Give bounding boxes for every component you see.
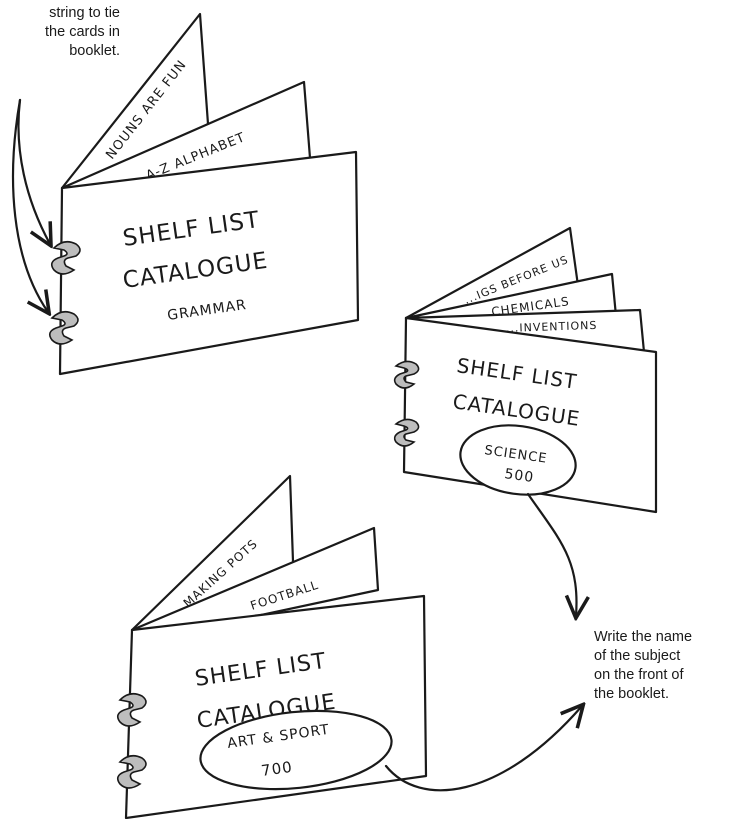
art-sport-to-note-arrow <box>384 706 582 792</box>
booklet-art-sport: MAKING POTS FOOTBALL SHELF LIST CATALOGU… <box>116 474 582 819</box>
booklet-art-sport-subject-oval <box>199 709 393 791</box>
subject-note: Write the name of the subject on the fro… <box>594 628 730 704</box>
string-note: string to tie the cards in booklet. <box>0 4 120 61</box>
booklet-grammar: NOUNS ARE FUN A-Z ALPHABET SHELF LIST CA… <box>11 12 360 376</box>
science-to-note-arrow <box>526 492 577 616</box>
string-arrow-2 <box>11 98 48 312</box>
subject-note-line-2: of the subject <box>594 648 681 664</box>
card-inventions-label: ...INVENTIONS <box>506 319 598 335</box>
booklet-science: ...IGS BEFORE US CHEMICALS ...INVENTIONS… <box>393 226 658 616</box>
subject-note-line-4: the booklet. <box>594 686 669 702</box>
string-note-line-1: string to tie <box>49 5 120 21</box>
string-note-line-2: the cards in <box>45 24 120 40</box>
string-note-line-3: booklet. <box>69 43 120 59</box>
booklet-grammar-string-ring-1 <box>50 240 81 275</box>
subject-note-line-1: Write the name <box>594 629 693 645</box>
subject-note-line-3: on the front of <box>594 667 684 683</box>
booklet-art-sport-string-ring-1 <box>116 692 147 727</box>
booklet-science-subject-oval <box>459 424 577 496</box>
booklet-art-sport-string-ring-2 <box>116 754 147 789</box>
booklet-grammar-string-ring-2 <box>48 310 79 345</box>
booklet-science-string-ring-1 <box>393 360 420 389</box>
booklet-science-string-ring-2 <box>393 418 420 447</box>
booklet-art-sport-subject-number: 700 <box>260 758 294 780</box>
string-arrow-1 <box>17 98 50 244</box>
booklet-science-subject-number: 500 <box>503 466 535 486</box>
